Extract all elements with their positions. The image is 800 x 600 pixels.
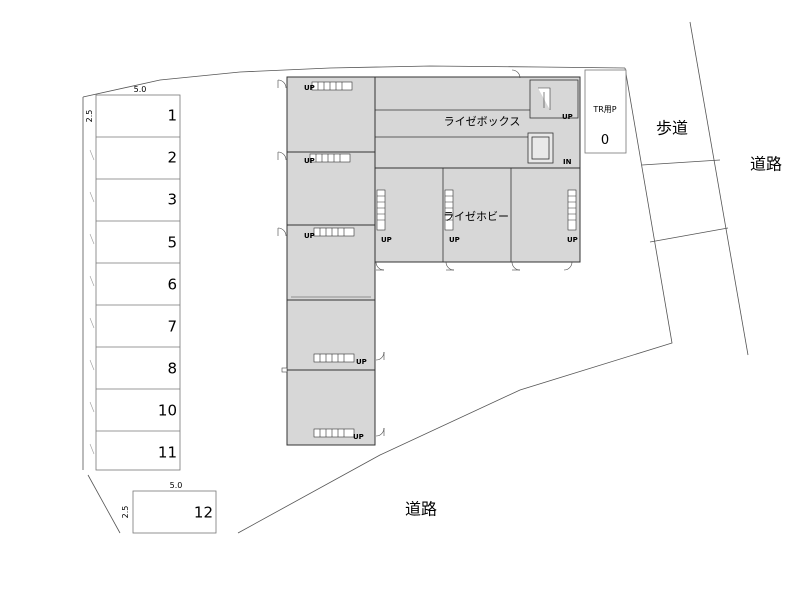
road-label-east: 道路 (750, 155, 782, 174)
road-label-south: 道路 (405, 500, 437, 519)
stall-number-extra: 12 (194, 504, 213, 522)
parking-depth-dim: 2.5 (85, 110, 94, 123)
stall-number: 2 (167, 149, 177, 167)
site-boundary (82, 21, 749, 534)
tr-parking-label: TR用P (592, 105, 616, 114)
stair-up-label: UP (304, 157, 315, 165)
stair-up-label: UP (353, 433, 364, 441)
sidewalk-label: 歩道 (656, 119, 688, 138)
stair-hobby-3 (567, 189, 577, 231)
stall-number: 5 (167, 234, 177, 252)
elevator-up-label: UP (562, 113, 573, 121)
parking-stalls (95, 69, 627, 534)
stair-up-label: UP (304, 232, 315, 240)
area-label-hobby: ライゼホビー (443, 210, 509, 223)
stall-number: 7 (167, 318, 177, 336)
stall-number: 3 (167, 191, 177, 209)
stair-up-label: UP (304, 84, 315, 92)
stall-number: 6 (167, 276, 177, 294)
stair-up-label: UP (381, 236, 392, 244)
stair-box-core (538, 87, 551, 110)
area-label-box: ライゼボックス (444, 115, 521, 128)
elevator-in-label: IN (563, 158, 572, 166)
wheel-stops (89, 149, 95, 455)
stall-number: 10 (158, 402, 177, 420)
stair-hobby-2 (444, 189, 454, 231)
tr-parking-number: 0 (601, 133, 609, 148)
stair-west-5 (313, 428, 355, 438)
stair-up-label: UP (567, 236, 578, 244)
stair-west-3 (313, 227, 355, 237)
stair-west-2 (309, 153, 351, 163)
stair-west-4 (313, 353, 355, 363)
extra-stall-depth-dim: 2.5 (121, 506, 130, 519)
partitions (291, 79, 579, 298)
stair-hobby-1 (376, 189, 386, 231)
stair-up-label: UP (449, 236, 460, 244)
stair-west-1 (311, 81, 353, 91)
parking-width-dim: 5.0 (134, 85, 147, 94)
doors (277, 69, 573, 437)
stair-up-label: UP (356, 358, 367, 366)
stall-number: 8 (167, 360, 177, 378)
building (286, 76, 581, 446)
stall-number: 11 (158, 444, 177, 462)
stall-number: 1 (167, 107, 177, 125)
extra-stall-width-dim: 5.0 (170, 481, 183, 490)
